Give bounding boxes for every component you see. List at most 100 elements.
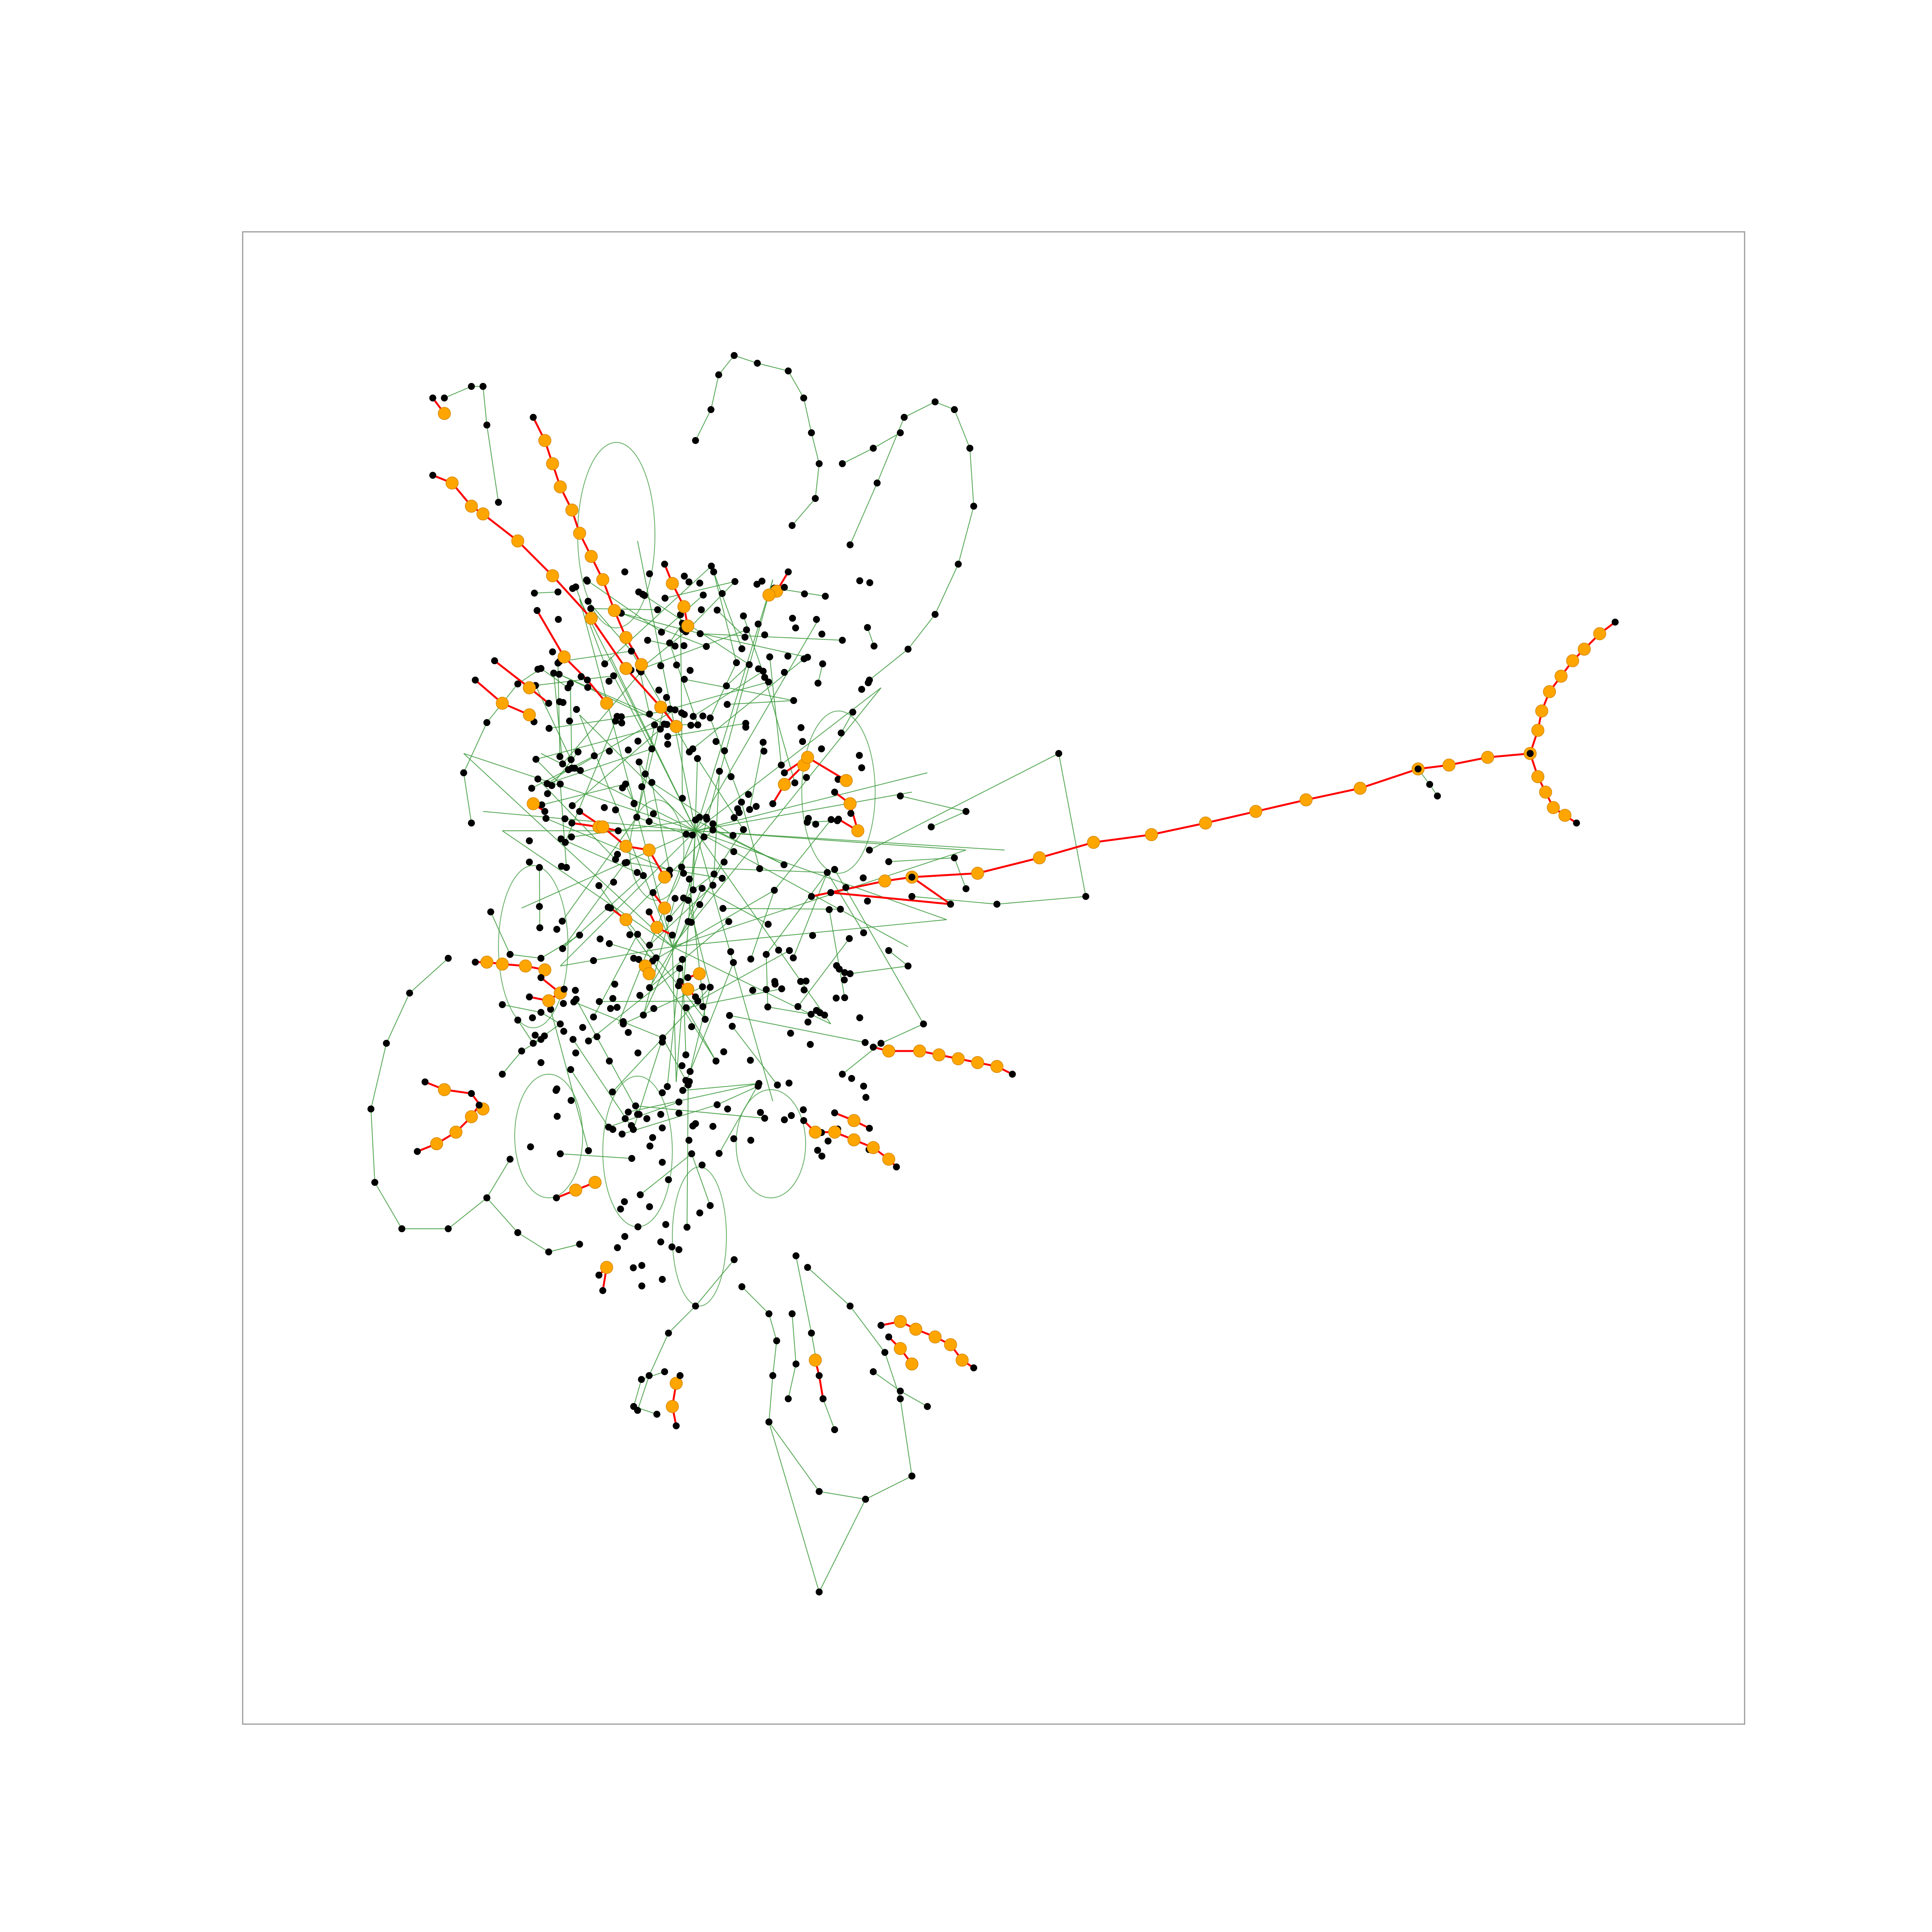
node [730, 1135, 737, 1142]
highlighted-node [655, 701, 667, 713]
edge [502, 1005, 541, 1012]
edge [464, 723, 487, 773]
node [578, 673, 585, 680]
highlighted-node [1566, 655, 1579, 667]
node [970, 503, 977, 510]
node [688, 1150, 695, 1157]
node [700, 592, 707, 599]
node [472, 677, 479, 684]
edge [668, 1306, 696, 1333]
edge [829, 910, 845, 998]
node [445, 955, 452, 962]
node [696, 580, 703, 587]
highlighted-node [635, 658, 648, 671]
edge [518, 1233, 549, 1252]
highlighted-edge [495, 661, 529, 688]
edge [609, 1102, 679, 1127]
node [885, 1333, 892, 1340]
node [622, 859, 629, 866]
node [841, 976, 848, 983]
edge [808, 1267, 850, 1306]
highlighted-node [1199, 817, 1212, 829]
edge [483, 386, 487, 425]
highlighted-node [1547, 801, 1560, 814]
node [651, 721, 658, 728]
node [468, 1090, 475, 1097]
edge [591, 609, 658, 610]
node [607, 905, 614, 912]
node [730, 959, 737, 966]
node [650, 810, 657, 817]
node [878, 1322, 884, 1329]
node [573, 706, 580, 713]
highlighted-node [465, 500, 478, 512]
highlighted-node [1543, 685, 1556, 698]
node [826, 906, 833, 913]
node [499, 1001, 506, 1008]
edge [510, 954, 541, 958]
node [673, 662, 680, 668]
node [753, 803, 760, 810]
highlighted-node [778, 778, 791, 791]
node [775, 947, 782, 954]
edge [811, 433, 819, 464]
node [483, 1194, 490, 1201]
node [726, 1012, 733, 1019]
highlighted-node [523, 682, 536, 694]
node [590, 957, 597, 964]
highlighted-node [546, 570, 559, 582]
node [932, 611, 939, 618]
node [546, 725, 553, 732]
node [487, 908, 494, 915]
node [662, 595, 668, 602]
highlighted-node [1532, 724, 1544, 736]
node [808, 1011, 815, 1018]
node [682, 1051, 689, 1058]
node [644, 637, 651, 644]
node [646, 711, 653, 718]
node [847, 810, 854, 817]
node [584, 684, 591, 691]
edge [588, 968, 680, 1041]
edge [773, 1341, 777, 1376]
highlighted-node [809, 1354, 821, 1366]
node [631, 800, 638, 807]
node [642, 770, 649, 777]
node [620, 1018, 627, 1025]
node [638, 1282, 645, 1289]
node [669, 932, 676, 939]
node [639, 591, 646, 598]
highlighted-node [430, 1138, 443, 1150]
highlighted-edge [483, 514, 518, 541]
node [766, 653, 773, 660]
node [610, 672, 617, 679]
highlighted-node [438, 407, 451, 420]
node [536, 924, 543, 931]
node [729, 1023, 736, 1030]
node [573, 996, 580, 1003]
node [584, 578, 591, 585]
node [612, 806, 619, 813]
node [785, 1395, 792, 1402]
node [676, 965, 683, 972]
node [568, 756, 575, 763]
edge [696, 580, 773, 831]
node [619, 1131, 626, 1138]
node [932, 398, 939, 405]
node [871, 643, 878, 650]
node [634, 1223, 641, 1230]
node [710, 568, 717, 575]
node [740, 612, 747, 619]
node [716, 768, 723, 775]
node [804, 819, 811, 826]
node [630, 1403, 637, 1410]
node [800, 1106, 807, 1113]
node [609, 995, 616, 1002]
edge [850, 1306, 885, 1352]
highlighted-node [971, 867, 984, 879]
node [662, 1221, 669, 1228]
edge [788, 1364, 796, 1399]
edge [792, 498, 815, 526]
node [650, 1005, 657, 1012]
node [545, 700, 552, 707]
